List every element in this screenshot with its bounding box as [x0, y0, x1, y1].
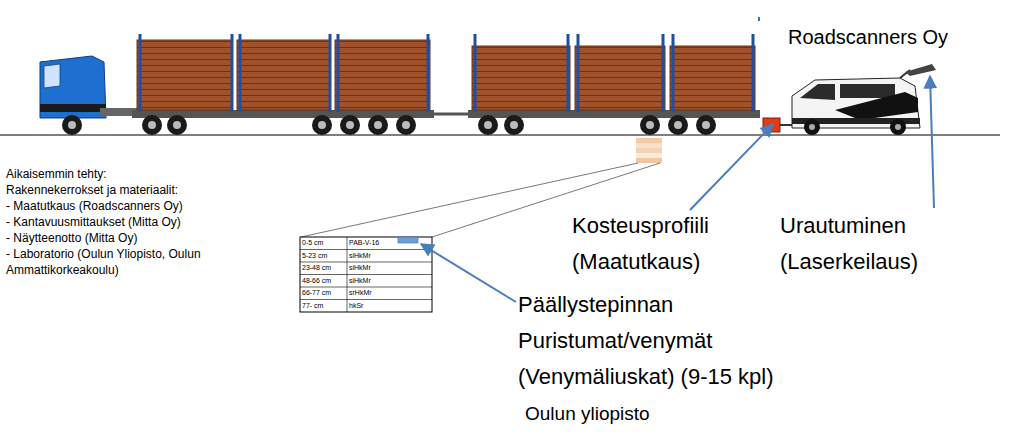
wheel	[478, 115, 498, 135]
note-line: - Kantavuusmittaukset (Mitta Oy)	[6, 214, 181, 230]
table-cell: srHkMr	[349, 287, 397, 300]
wheel	[340, 115, 360, 135]
callout-label: Päällystepinnan Puristumat/venymät (Veny…	[518, 287, 848, 395]
company-name: Roadscanners Oy	[788, 25, 948, 50]
wheel	[696, 115, 716, 135]
stake	[329, 34, 332, 112]
table-cell: siHkMr	[349, 262, 397, 275]
antenna-tow-bar	[780, 124, 792, 126]
stake	[337, 34, 340, 112]
note-line: - Laboratorio (Oulun Yliopisto, Oulun Am…	[6, 246, 238, 278]
table-cell: 48-66 cm	[302, 275, 346, 288]
wheel	[640, 115, 660, 135]
note-line: - Maatutkaus (Roadscanners Oy)	[6, 198, 183, 214]
stake	[567, 34, 570, 112]
note-line: - Näytteenotto (Mitta Oy)	[6, 230, 137, 246]
table-cell: 77- cm	[302, 300, 346, 313]
table-cell: hkSr	[349, 300, 397, 313]
organisation-name: Oulun yliopisto	[525, 402, 650, 426]
callout-label: Urautuminen (Laserkeilaus)	[780, 208, 955, 280]
survey-van	[792, 64, 936, 135]
note-line: Aikaisemmin tehty:	[6, 166, 107, 182]
callout-label: Kosteusprofiili (Maatutkaus)	[572, 208, 747, 280]
wheel	[312, 115, 332, 135]
wheel	[396, 115, 416, 135]
log-stakes	[139, 34, 755, 112]
stake	[139, 34, 142, 112]
table-cell: siHkMr	[349, 275, 397, 288]
note-line: Rakennekerrokset ja materiaalit:	[6, 182, 178, 198]
wheel	[142, 115, 162, 135]
stake	[239, 34, 242, 112]
callout-arrow	[930, 76, 934, 208]
table-cell: siHkMr	[349, 250, 397, 263]
core-sample	[636, 138, 662, 163]
table-cell: 0-5 cm	[302, 237, 346, 250]
wheel	[368, 115, 388, 135]
table-cell: 66-77 cm	[302, 287, 346, 300]
stake	[672, 34, 675, 112]
truck-cab	[40, 56, 140, 118]
table-cell: 23-48 cm	[302, 262, 346, 275]
callout-arrow	[690, 124, 773, 210]
layer-table	[300, 237, 432, 312]
table-cell: PAB-V-16	[349, 237, 397, 250]
stake	[577, 34, 580, 112]
wheel	[62, 115, 82, 135]
wheel	[167, 115, 187, 135]
wheel	[504, 115, 524, 135]
strain-gauge	[398, 237, 418, 243]
stake	[427, 34, 430, 112]
wheel	[668, 115, 688, 135]
stake	[474, 34, 477, 112]
stake	[752, 34, 755, 112]
callout-arrow	[421, 244, 516, 302]
wheels	[62, 115, 716, 135]
trailer-hitch	[434, 113, 468, 116]
table-cell: 5-23 cm	[302, 250, 346, 263]
stake	[231, 34, 234, 112]
dot	[758, 17, 760, 21]
stake	[662, 34, 665, 112]
